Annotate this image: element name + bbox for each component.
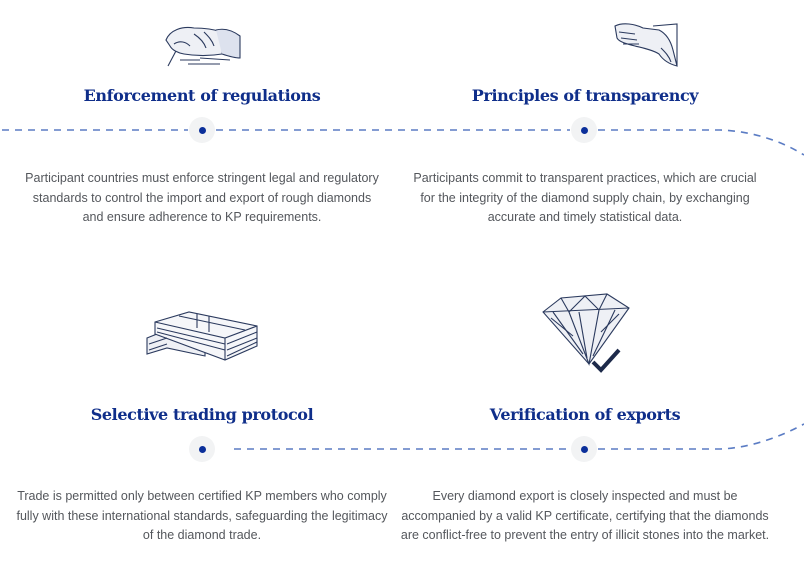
card-title: Enforcement of regulations <box>83 86 321 105</box>
timeline-node-4 <box>571 436 597 462</box>
card-selective-trading-protocol: Selective trading protocol Trade is perm… <box>12 290 392 570</box>
money-stack-icon <box>145 308 259 364</box>
card-verification-of-exports: Verification of exports Every diamond ex… <box>395 290 775 570</box>
diamond-check-icon <box>539 292 631 374</box>
card-title: Principles of transparency <box>471 86 699 105</box>
card-title: Selective trading protocol <box>90 405 314 424</box>
timeline-node-2 <box>571 117 597 143</box>
timeline-node-3 <box>189 436 215 462</box>
card-title: Verification of exports <box>489 405 681 424</box>
timeline-node-1 <box>189 117 215 143</box>
card-description: Participants commit to transparent pract… <box>413 171 757 224</box>
card-enforcement-of-regulations: Enforcement of regulations Participant c… <box>12 0 392 240</box>
card-principles-of-transparency: Principles of transparency Participants … <box>395 0 775 240</box>
hand-writing-icon <box>160 20 244 70</box>
card-description: Trade is permitted only between certifie… <box>16 489 388 542</box>
card-description: Participant countries must enforce strin… <box>25 171 379 224</box>
hand-exchange-icon <box>613 20 679 68</box>
card-description: Every diamond export is closely inspecte… <box>400 489 770 542</box>
